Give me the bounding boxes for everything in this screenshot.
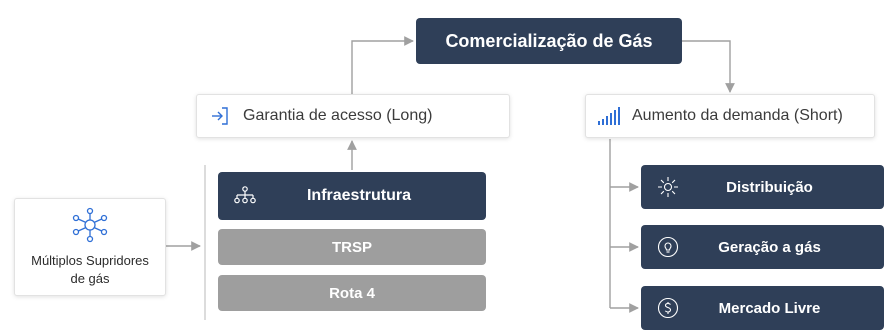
login-arrow-icon bbox=[207, 103, 233, 129]
suppliers-label-line1: Múltiplos Supridores bbox=[31, 252, 149, 268]
demand-item-label: Mercado Livre bbox=[718, 299, 821, 317]
infrastructure-item-label: Rota 4 bbox=[329, 284, 375, 302]
infrastructure-item-trsp: TRSP bbox=[218, 229, 486, 265]
diagram-title: Comercialização de Gás bbox=[416, 18, 682, 64]
suppliers-label-line2: de gás bbox=[70, 270, 110, 286]
connector-title-to-demand bbox=[682, 40, 735, 93]
lightbulb-icon bbox=[655, 234, 681, 260]
infrastructure-label: Infraestrutura bbox=[306, 187, 412, 204]
suppliers-label: Múltiplos Supridores de gás bbox=[31, 252, 149, 288]
access-guarantee-box: Garantia de acesso (Long) bbox=[196, 94, 510, 138]
suppliers-box: Múltiplos Supridores de gás bbox=[14, 198, 166, 296]
demand-increase-label: Aumento da demanda (Short) bbox=[632, 107, 843, 124]
demand-item-mercado-livre: Mercado Livre bbox=[641, 286, 884, 330]
bar-chart-icon bbox=[596, 103, 622, 129]
demand-item-geracao-a-gas: Geração a gás bbox=[641, 225, 884, 269]
infrastructure-box: Infraestrutura bbox=[218, 172, 486, 220]
currency-icon bbox=[655, 295, 681, 321]
diagram-title-text: Comercialização de Gás bbox=[445, 30, 653, 51]
connector-access-to-title bbox=[351, 36, 414, 94]
demand-item-label: Distribuição bbox=[726, 178, 813, 196]
org-chart-icon bbox=[232, 183, 258, 209]
demand-item-distribuicao: Distribuição bbox=[641, 165, 884, 209]
infrastructure-item-rota-4: Rota 4 bbox=[218, 275, 486, 311]
infrastructure-item-label: TRSP bbox=[331, 238, 372, 256]
demand-increase-box: Aumento da demanda (Short) bbox=[585, 94, 875, 138]
sun-burst-icon bbox=[655, 174, 681, 200]
demand-item-label: Geração a gás bbox=[718, 238, 821, 256]
access-guarantee-label: Garantia de acesso (Long) bbox=[243, 107, 433, 124]
network-hub-icon bbox=[70, 207, 110, 246]
